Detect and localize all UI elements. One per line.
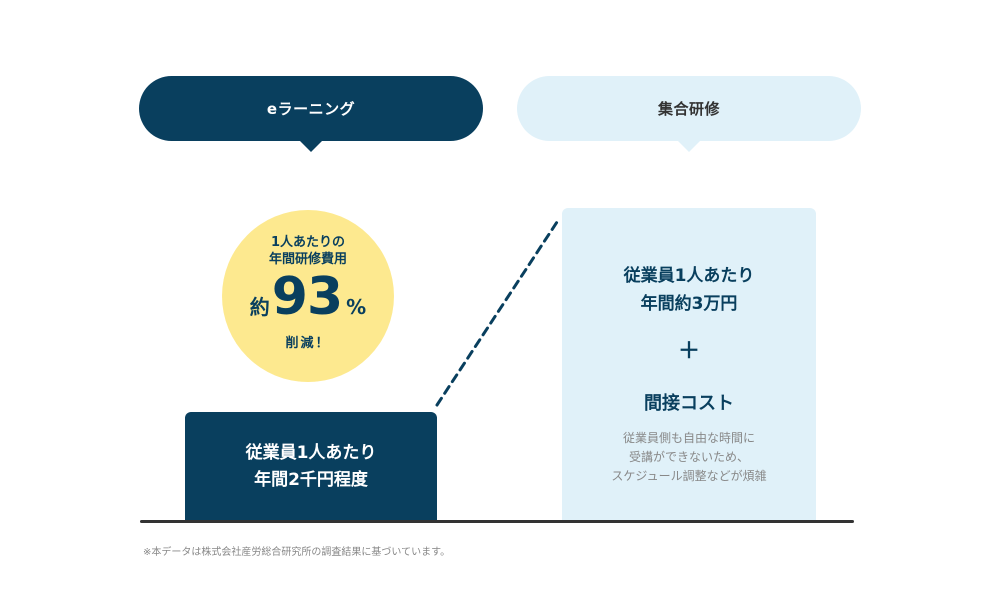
indirect-desc-line1: 従業員側も自由な時間に [622, 431, 755, 445]
reduction-badge: 1人あたりの 年間研修費用 約 93 % 削減！ [222, 210, 394, 382]
elearning-label: eラーニング [139, 76, 483, 152]
group-cost-main: 従業員1人あたり 年間約3万円 [562, 262, 816, 318]
badge-prefix: 約 [249, 295, 270, 319]
elearning-cost-line1: 従業員1人あたり [245, 443, 377, 463]
indirect-desc-line2: 受講ができないため、 [628, 450, 749, 464]
footnote: ※本データは株式会社産労総合研究所の調査結果に基づいています。 [143, 547, 451, 558]
group-training-label-text: 集合研修 [657, 100, 720, 118]
badge-line2: 年間研修費用 [268, 252, 347, 267]
badge-percentage: 約 93 % [222, 268, 394, 326]
indirect-cost-description: 従業員側も自由な時間に 受講ができないため、 スケジュール調整などが煩雑 [562, 429, 816, 486]
group-cost-line2: 年間約3万円 [640, 294, 738, 314]
badge-value: 93 [271, 267, 343, 327]
badge-line1: 1人あたりの [270, 235, 346, 250]
indirect-desc-line3: スケジュール調整などが煩雑 [611, 469, 767, 483]
group-training-cost-bar: 従業員1人あたり 年間約3万円 ＋ 間接コスト 従業員側も自由な時間に 受講がで… [562, 208, 816, 523]
elearning-label-text: eラーニング [266, 100, 356, 118]
indirect-cost-title: 間接コスト [644, 393, 734, 414]
elearning-cost-bar: 従業員1人あたり 年間2千円程度 [185, 412, 437, 523]
badge-line4: 削減！ [285, 336, 331, 351]
plus-icon: ＋ [677, 339, 700, 364]
group-cost-line1: 従業員1人あたり [623, 266, 755, 286]
group-training-label: 集合研修 [517, 76, 861, 152]
elearning-cost-line2: 年間2千円程度 [254, 470, 368, 490]
badge-suffix: % [346, 295, 367, 319]
baseline-divider [140, 520, 854, 523]
